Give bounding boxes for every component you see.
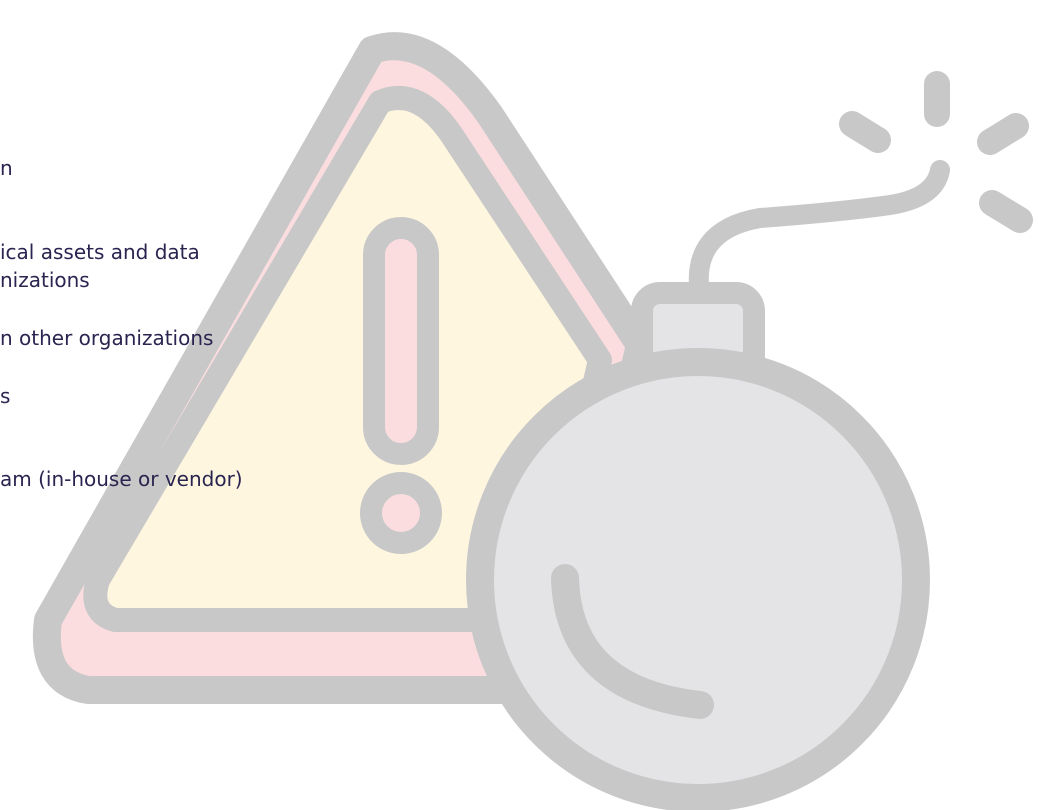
spark-icon [839, 71, 1033, 233]
list-item: nizations [0, 268, 90, 292]
list-item: am (in-house or vendor) [0, 467, 243, 491]
list-item: n [0, 156, 13, 180]
exclamation-icon [360, 217, 442, 554]
list-item: ical assets and data [0, 240, 200, 264]
bomb-icon [466, 160, 950, 810]
list-item: n other organizations [0, 326, 214, 350]
list-item: s [0, 384, 11, 408]
